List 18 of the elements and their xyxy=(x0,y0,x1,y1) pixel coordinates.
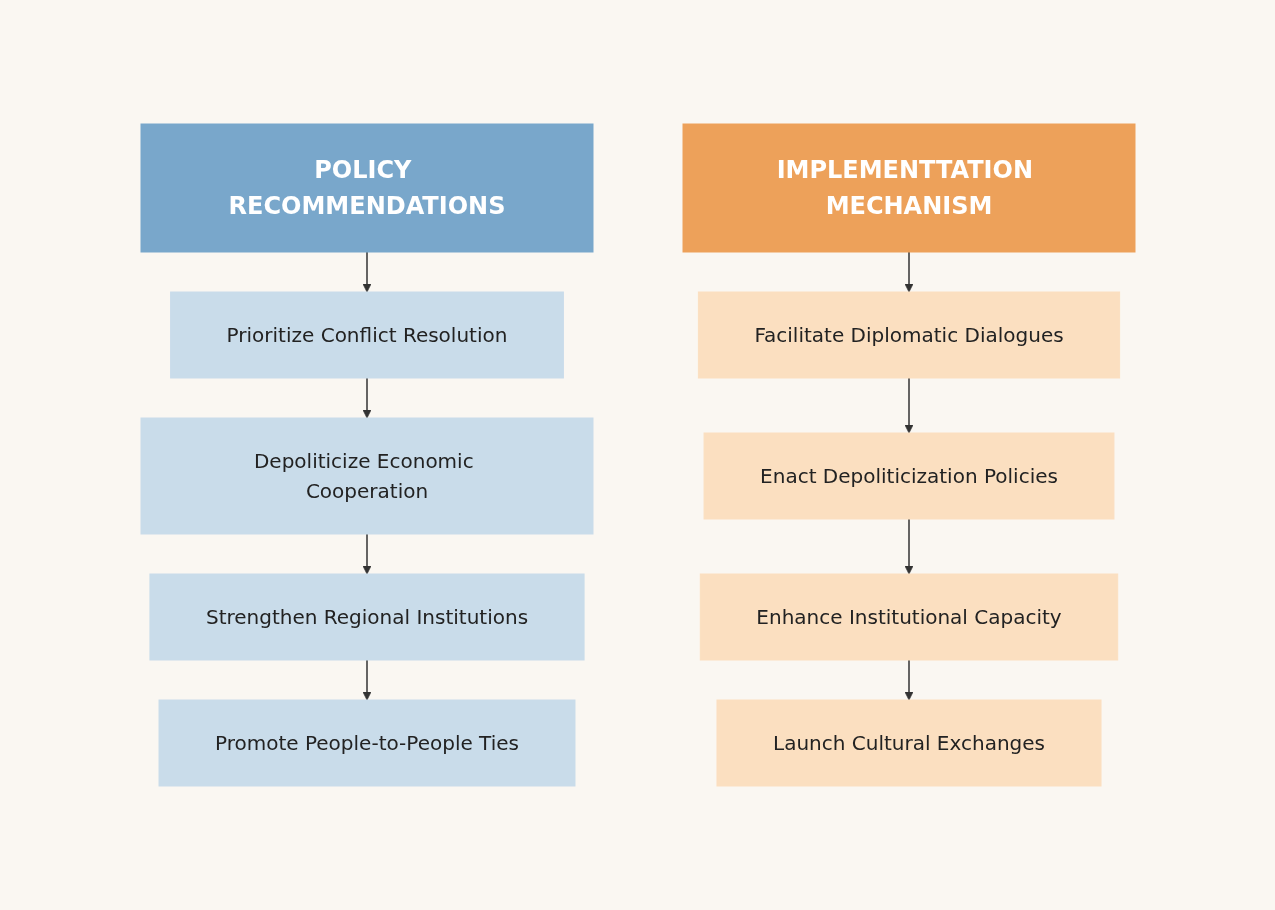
arrow xyxy=(362,251,371,293)
arrow xyxy=(904,518,913,575)
arrow xyxy=(904,659,913,701)
arrow xyxy=(904,377,913,434)
arrow xyxy=(362,533,371,575)
node-box: Enhance Institutional Capacity xyxy=(699,573,1118,661)
node-box: Strengthen Regional Institutions xyxy=(148,573,585,661)
arrow xyxy=(904,251,913,293)
node-box: Depoliticize Economic Cooperation xyxy=(140,417,593,535)
node-box: Prioritize Conflict Resolution xyxy=(169,291,564,379)
arrow xyxy=(362,659,371,701)
node-box: IMPLEMENTTATION MECHANISM xyxy=(682,123,1135,253)
node-box: Promote People-to-People Ties xyxy=(158,699,575,787)
node-box: Launch Cultural Exchanges xyxy=(716,699,1101,787)
node-box: POLICY RECOMMENDATIONS xyxy=(140,123,593,253)
node-box: Enact Depoliticization Policies xyxy=(703,432,1114,520)
arrow xyxy=(362,377,371,419)
node-box: Facilitate Diplomatic Dialogues xyxy=(697,291,1120,379)
